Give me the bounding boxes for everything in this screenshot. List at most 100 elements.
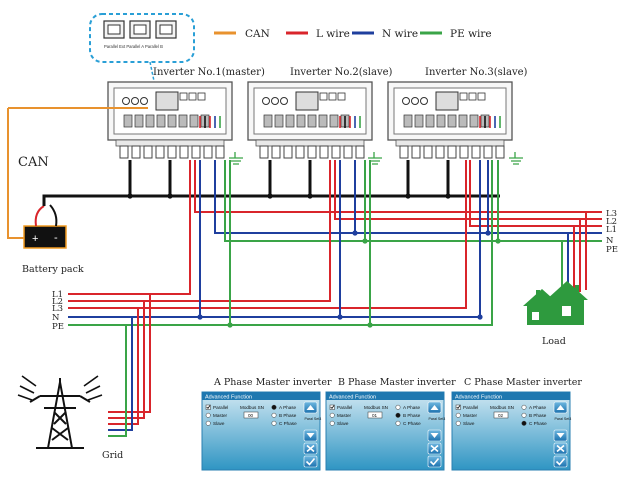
option-label: Master	[337, 413, 352, 418]
bus-label-n: N	[606, 236, 614, 246]
grid-label: Grid	[102, 450, 123, 461]
role-radio[interactable]	[329, 420, 335, 426]
modbus-input[interactable]	[367, 411, 383, 419]
role-radio[interactable]	[455, 412, 461, 418]
terminal-block	[122, 91, 221, 128]
legend-label: N wire	[382, 28, 418, 40]
modbus-value: 01	[372, 413, 378, 418]
legend-item-n-wire: N wire	[352, 28, 418, 40]
panel-title: C Phase Master inverter	[464, 377, 582, 388]
option-label: Slave	[463, 421, 475, 426]
option-label: Parallel	[337, 405, 352, 410]
phase-radio[interactable]	[395, 412, 401, 418]
side-label: Paral Set3	[305, 417, 322, 421]
arrow-up-icon	[306, 405, 315, 410]
legend-label: CAN	[245, 28, 270, 40]
can-label: CAN	[18, 155, 49, 170]
option-label: Slave	[213, 421, 225, 426]
can-wire	[7, 107, 148, 239]
phase-radio[interactable]	[271, 420, 277, 426]
modbus-input[interactable]	[243, 411, 259, 419]
parallel-port-callout: Parallel Ext Parallel A Parallel B	[89, 13, 195, 101]
arrow-down-icon	[556, 433, 565, 438]
phase-radio[interactable]	[521, 412, 527, 418]
phase-radio[interactable]	[521, 404, 527, 410]
confirm-button[interactable]	[427, 455, 442, 468]
battery-pack: + -	[23, 204, 67, 249]
battery-plus: +	[32, 233, 38, 245]
confirm-button[interactable]	[303, 455, 318, 468]
port-caption: Parallel Ext Parallel A Parallel B	[104, 44, 163, 49]
phase-radio[interactable]	[271, 412, 277, 418]
legend-label: L wire	[316, 28, 350, 40]
phase-label: B Phase	[279, 413, 297, 418]
bus-label-n: N	[52, 313, 60, 323]
bus-labels-right: L3 L2 L1 N PE	[606, 209, 618, 255]
bus-label-l2: L2	[52, 297, 63, 307]
phase-label: C Phase	[403, 421, 421, 426]
rj45-port-icon	[103, 20, 125, 39]
phase-radio[interactable]	[521, 420, 527, 426]
phase-label: B Phase	[529, 413, 547, 418]
phase-label: A Phase	[403, 405, 421, 410]
bus-label-l1: L1	[52, 290, 63, 300]
role-radio[interactable]	[205, 412, 211, 418]
phase-label: B Phase	[403, 413, 421, 418]
role-radio[interactable]	[455, 420, 461, 426]
check-icon	[555, 457, 566, 466]
legend: CAN L wire N wire PE wire	[214, 28, 492, 40]
legend-label: PE wire	[450, 28, 492, 40]
phase-label: C Phase	[279, 421, 297, 426]
arrow-up-icon	[556, 405, 565, 410]
close-icon	[556, 444, 565, 453]
junction-dots	[127, 193, 501, 328]
terminal-block	[262, 91, 361, 128]
rj45-port-icon	[129, 20, 151, 39]
phase-radio[interactable]	[395, 404, 401, 410]
battery-bus	[42, 160, 500, 206]
phase-radio[interactable]	[271, 404, 277, 410]
bus-label-pe: PE	[606, 245, 618, 255]
terminal-block	[402, 91, 501, 128]
rj45-port-icon	[155, 20, 177, 39]
bus-label-l3: L3	[606, 209, 617, 219]
modbus-value: 02	[498, 413, 504, 418]
check-icon	[305, 457, 316, 466]
battery-label: Battery pack	[22, 264, 84, 275]
side-label: Paral Set3	[429, 417, 446, 421]
role-radio[interactable]	[205, 420, 211, 426]
modbus-input[interactable]	[493, 411, 509, 419]
confirm-button[interactable]	[553, 455, 568, 468]
inverter-label: Inverter No.2(slave)	[290, 67, 393, 78]
modbus-label: Modbus SN	[490, 405, 514, 410]
parallel-checkbox[interactable]	[329, 404, 335, 410]
parallel-checkbox[interactable]	[205, 404, 211, 410]
option-label: Parallel	[463, 405, 478, 410]
legend-item-l-wire: L wire	[286, 28, 350, 40]
panel-header: Advanced Function	[205, 395, 252, 401]
panel-title: A Phase Master inverter	[213, 377, 332, 388]
close-icon	[306, 444, 315, 453]
phase-radio[interactable]	[395, 420, 401, 426]
phase-label: C Phase	[529, 421, 547, 426]
check-icon	[429, 457, 440, 466]
bus-label-l1: L1	[606, 225, 617, 235]
ground-icon	[368, 152, 382, 165]
parallel-checkbox[interactable]	[455, 404, 461, 410]
inverter-3: Inverter No.3(slave)	[387, 67, 528, 141]
bus-labels-left: L1 L2 L3 N PE	[52, 290, 64, 332]
panel-title: B Phase Master inverter	[338, 377, 456, 388]
side-label: Paral Set3	[555, 417, 572, 421]
role-radio[interactable]	[329, 412, 335, 418]
option-label: Parallel	[213, 405, 228, 410]
modbus-value: 00	[248, 413, 254, 418]
battery-minus: -	[54, 232, 58, 244]
inverter-1: Inverter No.1(master)	[107, 67, 265, 141]
legend-item-can: CAN	[214, 28, 270, 40]
panel-header: Advanced Function	[455, 395, 502, 401]
arrow-down-icon	[430, 433, 439, 438]
ground-icon	[509, 152, 523, 165]
